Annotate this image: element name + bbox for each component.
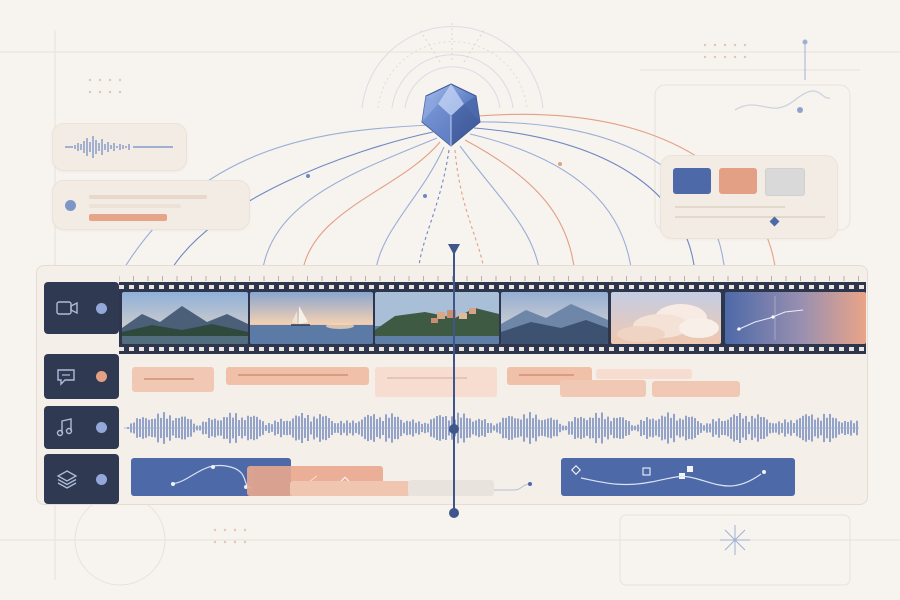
swatch-peach[interactable] [719,168,757,194]
audio-waveform[interactable] [124,408,859,448]
overlay-clip-gray[interactable] [408,480,494,496]
waveform-mini [65,136,173,158]
video-frame-coastal-village[interactable] [375,292,499,344]
filmstrip-sprockets-bottom [119,347,866,351]
overlay-connector [494,482,532,491]
caption-card-line-2 [89,204,181,208]
timeline-ruler[interactable] [119,270,866,282]
video-frame-gradient[interactable] [725,292,866,344]
video-frame-clouds[interactable] [611,292,721,344]
palette-line-1 [675,206,785,208]
filmstrip-sprockets-top [119,285,866,289]
track-dot-audio[interactable] [96,422,107,433]
playhead-line[interactable] [453,252,455,510]
swatch-gray[interactable] [765,168,805,196]
swatch-blue[interactable] [673,168,711,194]
palette-slider-knob[interactable] [769,216,780,227]
playhead-handle-top[interactable] [448,244,460,255]
caption-card-line-1 [89,195,207,199]
music-note-icon [56,417,74,438]
track-dot-captions[interactable] [96,371,107,382]
track-dot-overlays[interactable] [96,473,107,485]
video-track-filmstrip[interactable] [119,282,866,354]
track-dot-video[interactable] [96,302,107,314]
audio-preview-card [52,123,187,171]
caption-clip-2[interactable] [226,367,369,385]
caption-clip-7[interactable] [652,381,740,397]
layers-icon [56,469,78,489]
caption-preview-card [52,180,250,230]
video-frame-sailboat-sunset[interactable] [250,292,373,344]
video-camera-icon [56,300,78,316]
caption-card-highlight [89,214,167,221]
playhead-handle-bottom[interactable] [449,508,459,518]
caption-clip-3[interactable] [375,367,497,397]
video-frame-mountain-lake[interactable] [122,292,248,344]
caption-clip-5[interactable] [560,380,646,397]
caption-icon [56,368,76,386]
video-frame-misty-mountains[interactable] [501,292,608,344]
playhead-marker[interactable] [449,424,459,434]
palette-line-2 [675,216,825,218]
track-header-audio[interactable] [44,406,119,449]
crystal-gem-icon[interactable] [420,82,482,148]
caption-card-dot [65,200,76,211]
overlay-clip-blue-right[interactable] [561,458,795,496]
overlay-clip-peach-fade[interactable] [290,481,410,496]
track-header-video[interactable] [44,282,119,334]
track-header-overlays[interactable] [44,454,119,504]
track-header-captions[interactable] [44,354,119,399]
caption-clip-1[interactable] [132,367,214,392]
caption-clip-6[interactable] [596,369,692,379]
